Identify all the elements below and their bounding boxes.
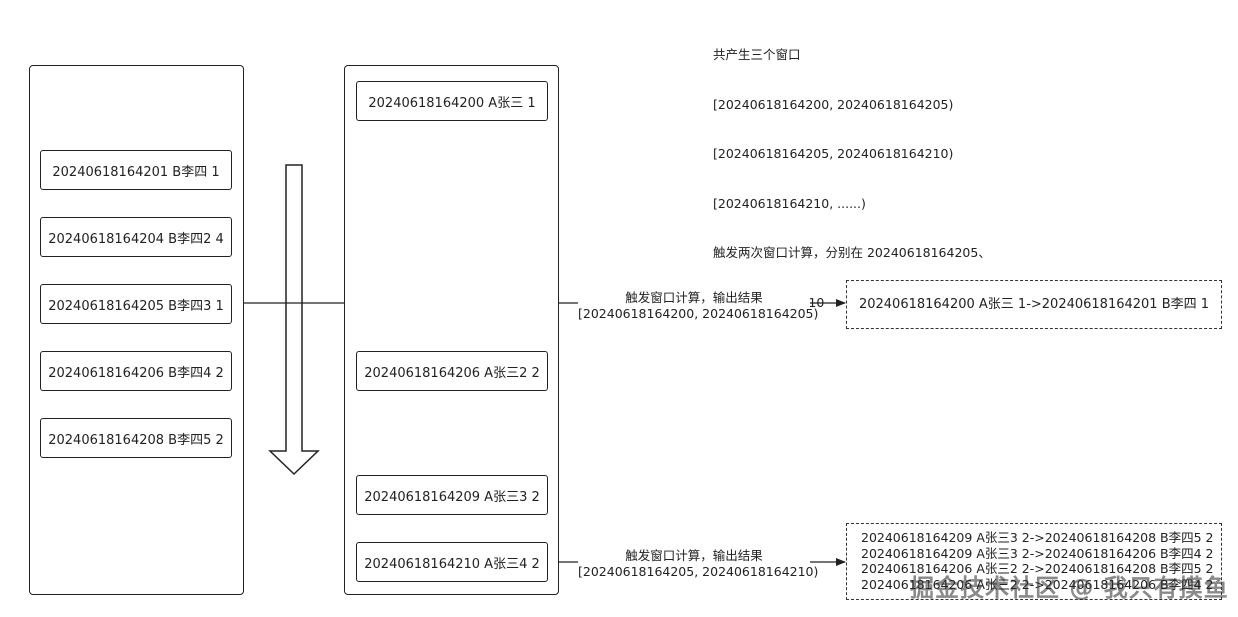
trigger2-result: 20240618164209 A张三3 2->20240618164206 B李… <box>861 545 1214 561</box>
right-record: 20240618164200 A张三 1 <box>356 81 548 121</box>
window-note-title: 共产生三个窗口 <box>713 47 801 62</box>
trigger2-result-box: 20240618164209 A张三3 2->20240618164208 B李… <box>846 523 1222 600</box>
trigger2-result: 20240618164209 A张三3 2->20240618164208 B李… <box>861 530 1214 545</box>
trigger2-label: 触发窗口计算，输出结果 [20240618164205, 20240618164… <box>578 548 819 580</box>
trigger2-result: 20240618164206 A张三2 2->20240618164206 B李… <box>861 576 1214 592</box>
window-note-line: [20240618164210, ......) <box>713 195 866 211</box>
time-flow-arrow <box>268 164 320 476</box>
window-note-line: [20240618164205, 20240618164210) <box>713 146 954 161</box>
left-record: 20240618164201 B李四 1 <box>40 150 232 190</box>
trigger2-label-line1: 触发窗口计算，输出结果 <box>625 548 763 563</box>
window-note-line: 触发两次窗口计算，分别在 20240618164205、 <box>713 245 991 260</box>
right-record: 20240618164206 A张三2 2 <box>356 351 548 391</box>
right-record: 20240618164209 A张三3 2 <box>356 475 548 515</box>
trigger2-label-line2: [20240618164205, 20240618164210) <box>578 564 819 579</box>
left-record: 20240618164205 B李四3 1 <box>40 284 232 324</box>
trigger2-result: 20240618164206 A张三2 2->20240618164208 B李… <box>861 561 1214 576</box>
right-record: 20240618164210 A张三4 2 <box>356 542 548 582</box>
trigger1-result: 20240618164200 A张三 1->20240618164201 B李四… <box>858 296 1210 312</box>
left-record: 20240618164208 B李四5 2 <box>40 418 232 458</box>
right-stream-panel <box>344 65 559 595</box>
trigger1-label: 触发窗口计算，输出结果 [20240618164200, 20240618164… <box>578 290 819 322</box>
trigger1-label-line2: [20240618164200, 20240618164205) <box>578 306 819 321</box>
trigger1-result-box: 20240618164200 A张三 1->20240618164201 B李四… <box>846 280 1222 329</box>
left-record: 20240618164206 B李四4 2 <box>40 351 232 391</box>
window-note-line: [20240618164200, 20240618164205) <box>713 96 954 112</box>
left-record: 20240618164204 B李四2 4 <box>40 217 232 257</box>
trigger1-label-line1: 触发窗口计算，输出结果 <box>625 290 763 305</box>
left-stream-panel <box>29 65 244 595</box>
watermark: 掘金技术社区 @ 我只有摸鱼 <box>910 574 1229 602</box>
